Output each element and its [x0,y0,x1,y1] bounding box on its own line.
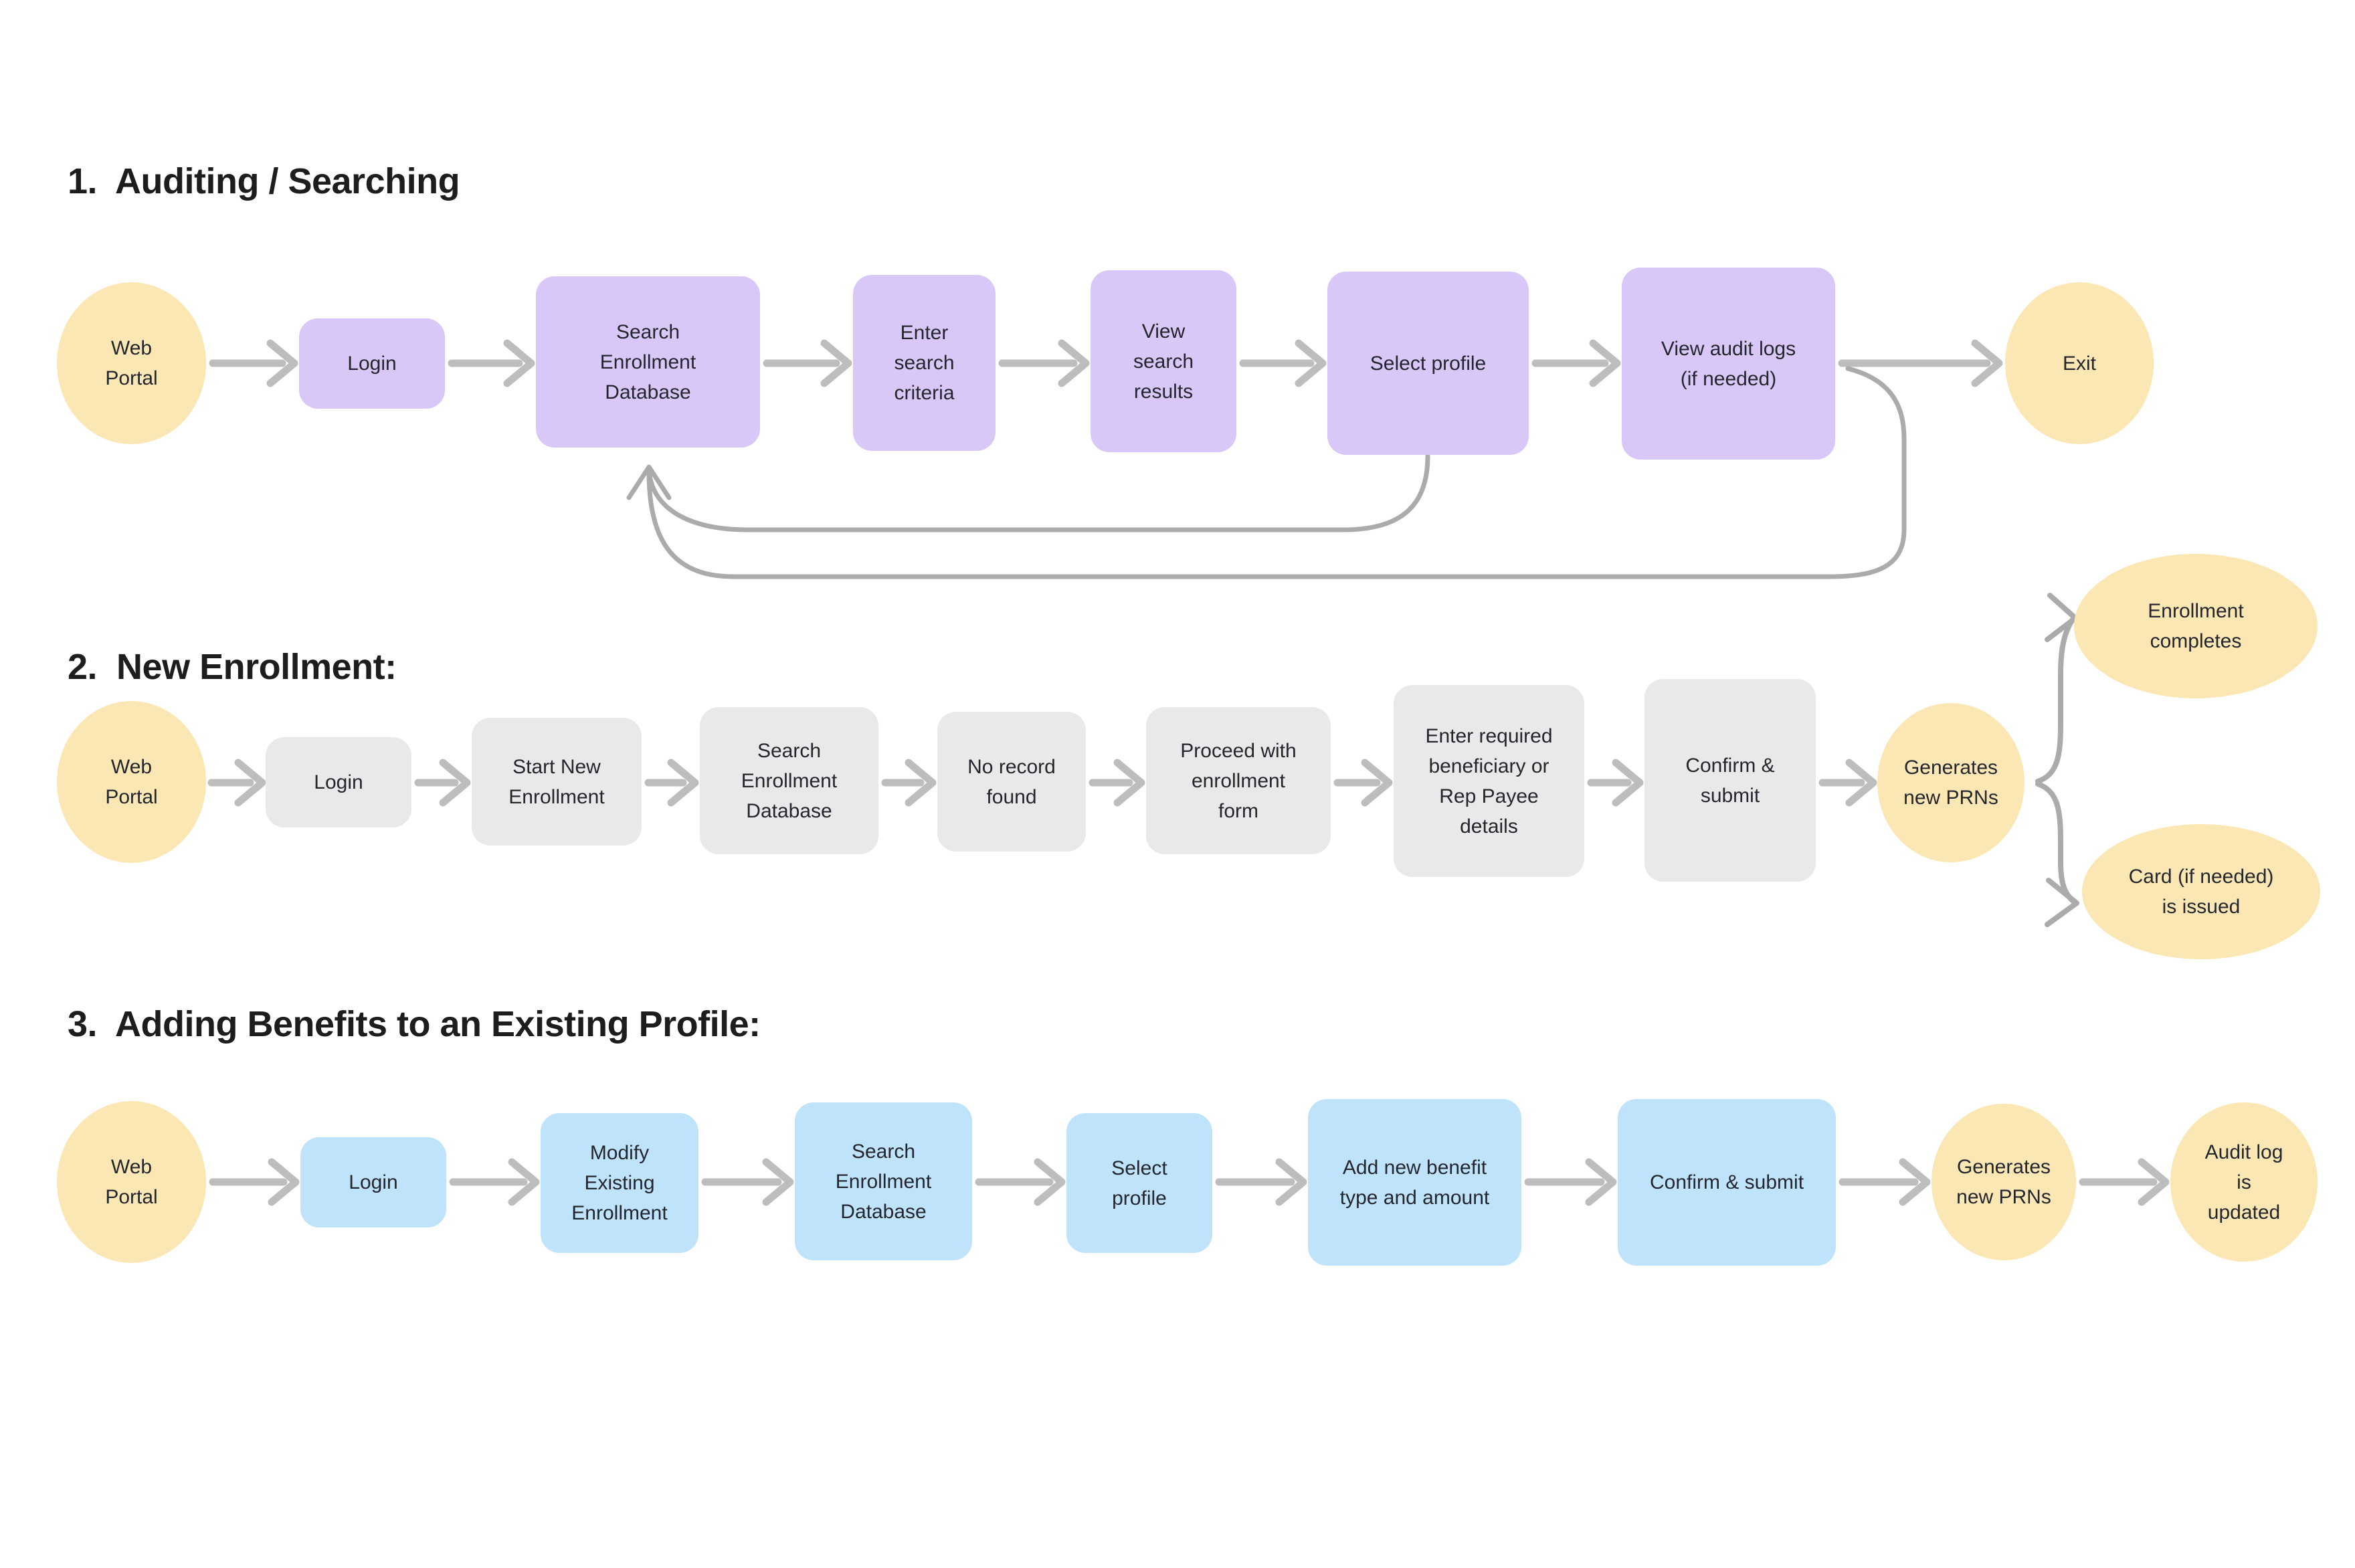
section-1-title: 1. Auditing / Searching [68,161,460,201]
node-confirm-submit-2: Confirm & submit [1644,679,1816,882]
node-view-audit-logs: View audit logs (if needed) [1622,268,1835,460]
node-enrollment-completes: Enrollment completes [2074,554,2318,698]
node-generates-new-prns-2: Generates new PRNs [1877,703,2024,862]
section-2-title: 2. New Enrollment: [68,647,397,687]
node-select-profile-3: Select profile [1066,1113,1212,1253]
node-search-enrollment-database-2: Search Enrollment Database [700,707,878,854]
arrow-auditlogs-exit-1 [1838,339,2003,387]
arrow-addbenefit-confirm-3 [1524,1158,1617,1206]
node-web-portal-2: Web Portal [57,701,206,863]
arrow-norecord-proceed-2 [1089,759,1145,807]
node-login-1: Login [299,318,445,409]
arrow-confirm-prns-2 [1818,759,1877,807]
node-proceed-enrollment-form: Proceed with enrollment form [1146,707,1331,854]
arrow-startnew-searchdb-2 [644,759,699,807]
arrow-login-startnew-2 [414,759,471,807]
loop-arrowhead-up [626,464,672,500]
split-brace-prns-outcomes [2035,593,2079,927]
section-3-title: 3. Adding Benefits to an Existing Profil… [68,1004,761,1044]
loop-selectprofile-to-searchdb [646,454,1430,532]
arrow-searchdb-norecord-2 [881,759,937,807]
node-web-portal-3: Web Portal [57,1101,206,1263]
arrow-prns-auditlog-3 [2079,1158,2170,1206]
node-search-enrollment-database-1: Search Enrollment Database [536,276,760,448]
node-enter-beneficiary-details: Enter required beneficiary or Rep Payee … [1394,685,1584,877]
arrow-select-addbenefit-3 [1215,1158,1307,1206]
arrow-selectprofile-auditlogs-1 [1531,339,1621,387]
loop-auditlogs-to-searchdb [646,366,1907,579]
arrow-criteria-results-1 [998,339,1090,387]
node-audit-log-updated: Audit log is updated [2170,1102,2318,1262]
arrow-login-searchdb-1 [448,339,535,387]
node-login-2: Login [266,737,411,827]
arrow-webportal-login-3 [209,1158,300,1206]
node-modify-existing-enrollment: Modify Existing Enrollment [541,1113,698,1253]
node-confirm-submit-3: Confirm & submit [1618,1099,1836,1266]
arrow-webportal-login-1 [209,339,298,387]
node-login-3: Login [300,1137,446,1228]
arrow-details-confirm-2 [1587,759,1644,807]
node-search-enrollment-database-3: Search Enrollment Database [795,1102,972,1260]
arrow-modify-searchdb-3 [701,1158,794,1206]
arrow-searchdb-select-3 [975,1158,1066,1206]
arrow-webportal-login-2 [207,759,266,807]
node-add-new-benefit: Add new benefit type and amount [1308,1099,1521,1266]
arrow-searchdb-criteria-1 [763,339,852,387]
arrow-proceed-details-2 [1333,759,1393,807]
node-enter-search-criteria: Enter search criteria [853,275,996,451]
arrow-results-selectprofile-1 [1239,339,1327,387]
node-card-is-issued: Card (if needed) is issued [2082,824,2320,959]
node-generates-new-prns-3: Generates new PRNs [1932,1104,2076,1260]
node-start-new-enrollment: Start New Enrollment [472,718,642,846]
node-view-search-results: View search results [1091,270,1236,452]
node-select-profile-1: Select profile [1327,272,1529,455]
node-no-record-found: No record found [937,712,1086,852]
node-exit: Exit [2005,282,2154,444]
arrow-login-modify-3 [449,1158,540,1206]
node-web-portal-1: Web Portal [57,282,206,444]
arrow-confirm-prns-3 [1839,1158,1931,1206]
